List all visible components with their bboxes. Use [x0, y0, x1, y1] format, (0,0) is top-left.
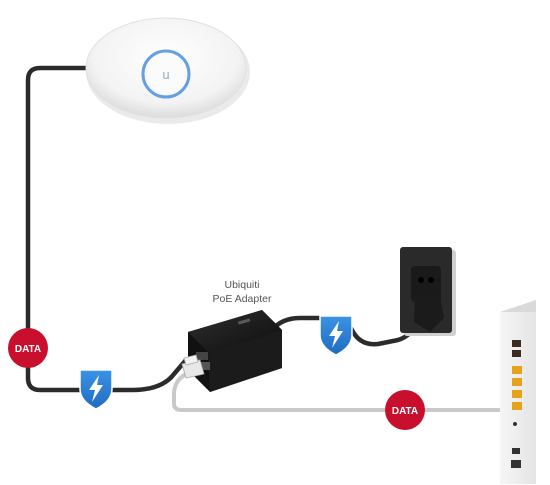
router-port-3	[512, 390, 522, 398]
poe-adapter	[181, 310, 282, 392]
ap-cable	[25, 65, 189, 393]
svg-text:u: u	[162, 67, 169, 82]
access-point: u	[85, 17, 250, 124]
adapter-label-line2: PoE Adapter	[213, 293, 272, 305]
router-port-1	[512, 366, 522, 374]
wall-outlet	[400, 247, 456, 336]
data-badge-right: DATA	[385, 390, 425, 430]
router-port-2	[512, 378, 522, 386]
lightning-shield-icon	[319, 315, 353, 356]
lightning-shield-icon	[79, 369, 113, 410]
data-badge-right-label: DATA	[392, 406, 418, 417]
adapter-label-line1: Ubiquiti	[224, 279, 259, 291]
data-badge-left: DATA	[8, 328, 48, 368]
router-port-4	[512, 402, 522, 410]
adapter-label: Ubiquiti PoE Adapter	[213, 279, 272, 305]
led-ring	[141, 49, 191, 99]
data-badge-left-label: DATA	[15, 344, 41, 355]
router-device	[500, 300, 536, 484]
